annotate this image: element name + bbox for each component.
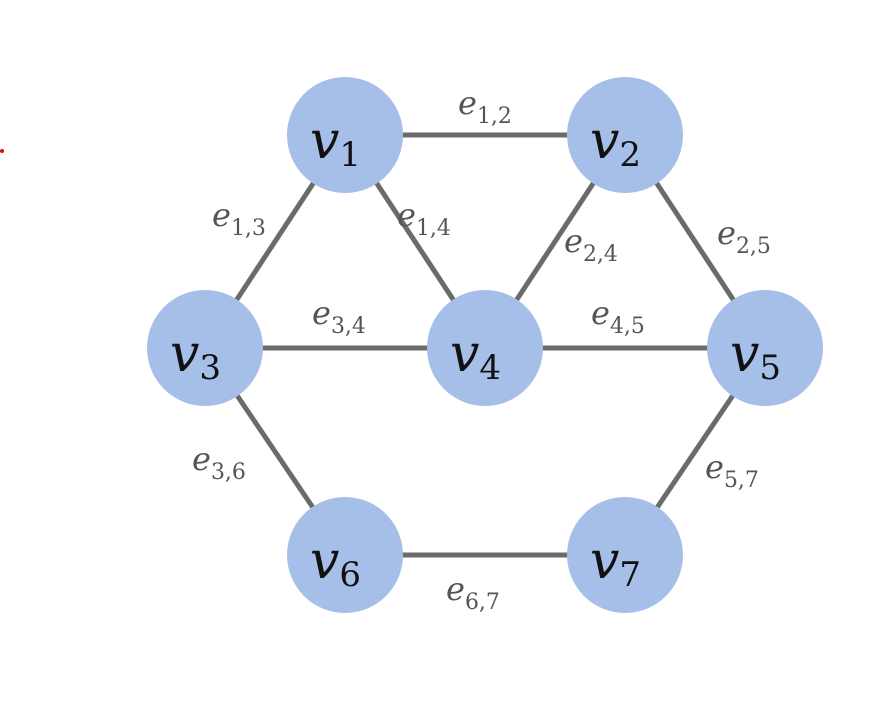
- edge-label-e36: e3,6: [192, 440, 246, 485]
- edge-label-e13: e1,3: [212, 196, 266, 241]
- node-v5: v5: [707, 290, 823, 406]
- node-v6: v6: [287, 497, 403, 613]
- node-v7: v7: [567, 497, 683, 613]
- edge-label-e25: e2,5: [717, 214, 771, 259]
- node-v1: v1: [287, 77, 403, 193]
- node-label: v7: [590, 531, 641, 595]
- edge-label-e12: e1,2: [458, 84, 512, 129]
- node-v4: v4: [427, 290, 543, 406]
- node-circle: [287, 497, 403, 613]
- node-circle: [567, 497, 683, 613]
- node-v2: v2: [567, 77, 683, 193]
- edge-label-e57: e5,7: [705, 448, 759, 493]
- node-circle: [287, 77, 403, 193]
- node-label: v2: [590, 111, 641, 175]
- nodes: v1 v2 v3 v4 v5: [147, 77, 823, 613]
- edge-label-e67: e6,7: [446, 570, 500, 615]
- node-circle: [147, 290, 263, 406]
- edge-label-e14: e1,4: [397, 196, 451, 241]
- edge-label-e24: e2,4: [564, 222, 618, 267]
- edge-label-e45: e4,5: [591, 294, 645, 339]
- marker-dot: [0, 149, 4, 153]
- node-circle: [427, 290, 543, 406]
- node-circle: [567, 77, 683, 193]
- node-label: v5: [730, 324, 781, 388]
- node-v3: v3: [147, 290, 263, 406]
- node-label: v1: [310, 111, 361, 175]
- node-label: v3: [170, 324, 221, 388]
- node-circle: [707, 290, 823, 406]
- node-label: v4: [450, 324, 501, 388]
- node-label: v6: [310, 531, 361, 595]
- edge-labels: e1,2 e1,3 e1,4 e2,4 e2,5 e3,4 e4,5 e3,6 …: [192, 84, 771, 615]
- edge-label-e34: e3,4: [312, 294, 366, 339]
